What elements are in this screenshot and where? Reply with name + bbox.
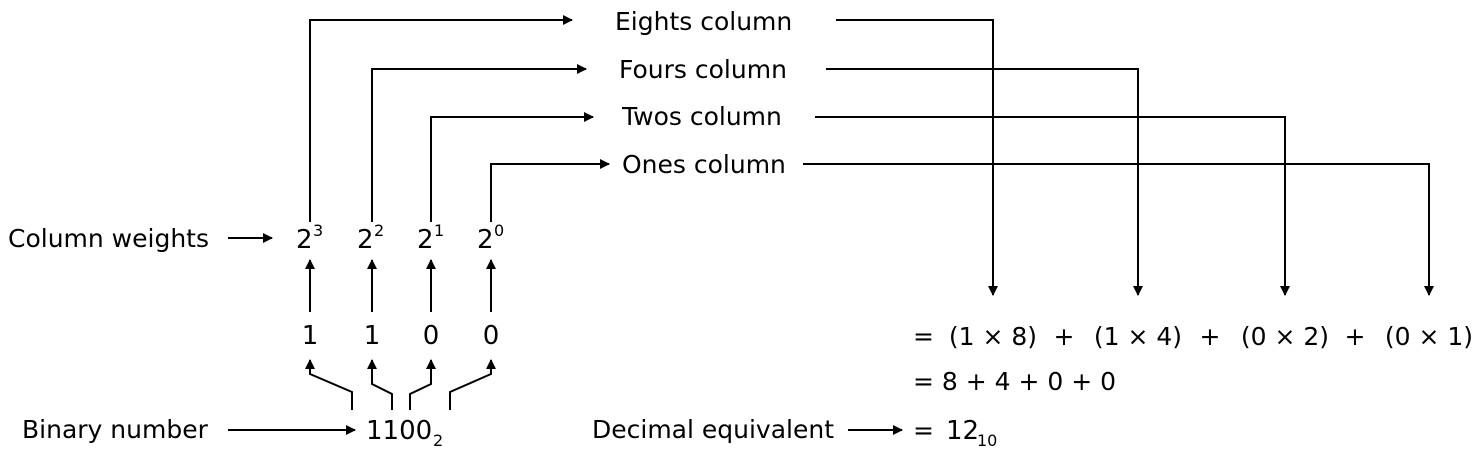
binary-split-arrow [305, 359, 353, 410]
expansion-plus: + [1054, 322, 1075, 351]
fours-weight-connector [371, 64, 587, 222]
column-weights-label: Column weights [8, 224, 209, 253]
twos-column-label: Twos column [621, 102, 782, 131]
binary-number-label: Binary number [22, 415, 209, 444]
binary-split-arrow [367, 359, 393, 410]
eights-to-term-connector [836, 19, 998, 296]
binary-digit: 1 [302, 321, 319, 351]
weight-exponent: 1 [434, 221, 444, 240]
weight-fours: 2 2 [357, 221, 384, 255]
weight-exponent: 3 [313, 221, 323, 240]
ones-to-term-connector [803, 163, 1434, 296]
twos-to-term-connector [815, 116, 1290, 296]
weight-ones: 2 0 [477, 221, 504, 255]
expansion-term-fours: (1 × 4) [1094, 322, 1182, 351]
decimal-equivalent-label: Decimal equivalent [592, 415, 834, 444]
weight-exponent: 2 [374, 221, 384, 240]
weight-exponent: 0 [494, 221, 504, 240]
expansion-plus: + [1200, 322, 1221, 351]
binary-number-base: 2 [433, 431, 443, 450]
binary-digit: 0 [483, 321, 500, 351]
expansion-term-eights: (1 × 8) [949, 322, 1037, 351]
eights-weight-connector [309, 15, 573, 222]
binary-number-value: 1100 [366, 416, 432, 446]
binary-digit: 1 [364, 321, 381, 351]
decimal-result-value: 12 [946, 416, 979, 446]
eights-column-label: Eights column [615, 7, 792, 36]
weight-base: 2 [477, 225, 494, 255]
decimal-result-base: 10 [977, 431, 997, 450]
binary-split-arrow [449, 359, 496, 410]
binary-split-arrow [409, 359, 436, 410]
expansion-term-twos: (0 × 2) [1241, 322, 1329, 351]
ones-column-label: Ones column [622, 150, 786, 179]
fours-column-label: Fours column [619, 55, 787, 84]
expansion-plus: + [1345, 322, 1366, 351]
fours-to-term-connector [826, 68, 1143, 296]
sum-line: = 8 + 4 + 0 + 0 [913, 367, 1116, 396]
result-equals: = [913, 416, 934, 445]
expansion-term-ones: (0 × 1) [1385, 322, 1473, 351]
weight-base: 2 [296, 225, 313, 255]
weight-eights: 2 3 [296, 221, 323, 255]
ones-weight-connector [490, 159, 610, 222]
weight-base: 2 [417, 225, 434, 255]
twos-weight-connector [430, 112, 594, 222]
weight-twos: 2 1 [417, 221, 444, 255]
binary-digit: 0 [423, 321, 440, 351]
expansion-equals: = [913, 322, 934, 351]
weight-base: 2 [357, 225, 374, 255]
